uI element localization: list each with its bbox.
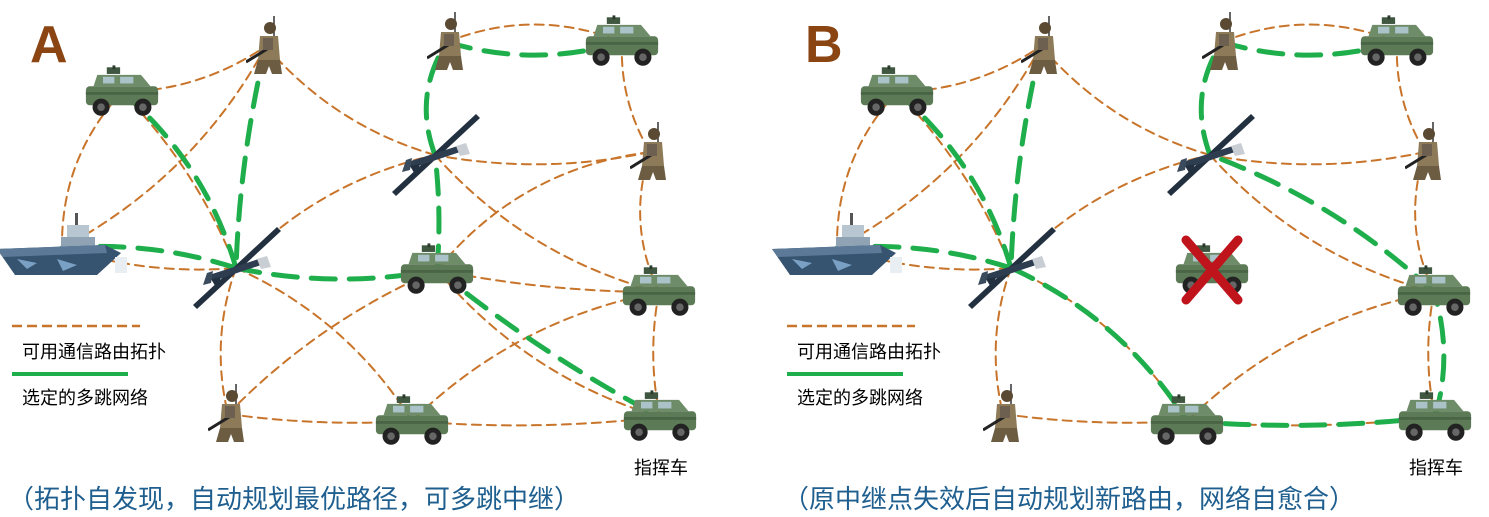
available-link-0-2 bbox=[121, 91, 237, 269]
available-link-0-10 bbox=[235, 154, 436, 269]
available-link-0-15 bbox=[235, 267, 413, 422]
legend-selected-label-0: 选定的多跳网络 bbox=[22, 388, 148, 409]
selected-link-1-4 bbox=[1184, 414, 1438, 428]
armored-vehicle-v1-1 bbox=[860, 65, 934, 116]
available-link-0-9 bbox=[434, 154, 660, 293]
selected-link-1-6 bbox=[1207, 152, 1437, 295]
available-link-1-14 bbox=[994, 267, 1012, 415]
soldier-s2-0 bbox=[427, 12, 465, 72]
soldier-s2-1 bbox=[1202, 12, 1240, 72]
failed-node-mark-1 bbox=[1181, 235, 1243, 305]
armored-vehicle-v1-0 bbox=[85, 65, 159, 116]
panel-caption-0: （拓扑自发现，自动规划最优路径，可多跳中继） bbox=[8, 485, 580, 515]
available-link-1-17 bbox=[1002, 413, 1188, 424]
soldier-s3-1 bbox=[1405, 122, 1443, 182]
available-link-0-1 bbox=[60, 91, 123, 249]
available-link-1-1 bbox=[835, 91, 898, 249]
available-link-1-15 bbox=[1010, 267, 1188, 422]
selected-link-0-4 bbox=[432, 152, 442, 273]
selected-link-1-3 bbox=[1008, 265, 1190, 424]
uav-uav1-1 bbox=[1167, 114, 1255, 196]
available-link-1-2 bbox=[896, 91, 1012, 269]
legend-selected-label-1: 选定的多跳网络 bbox=[797, 388, 923, 409]
selected-link-1-7 bbox=[1198, 39, 1225, 158]
available-link-1-3 bbox=[836, 45, 1042, 249]
armored-vehicle-v4-0 bbox=[622, 265, 696, 316]
available-link-0-16 bbox=[227, 269, 438, 415]
available-link-1-9 bbox=[1209, 154, 1435, 293]
armored-vehicle-v4-1 bbox=[1397, 265, 1471, 316]
available-link-0-12 bbox=[436, 269, 661, 418]
available-link-0-13 bbox=[411, 291, 660, 422]
selected-link-1-0 bbox=[894, 89, 1014, 271]
selected-link-0-0 bbox=[119, 89, 239, 271]
available-link-0-7 bbox=[434, 151, 651, 166]
legend-available-label-0: 可用通信路由拓扑 bbox=[22, 342, 166, 363]
command-vehicle-0 bbox=[623, 390, 697, 441]
available-link-1-13 bbox=[1186, 291, 1435, 422]
command-vehicle-1 bbox=[1398, 390, 1472, 441]
soldier-s1-1 bbox=[1021, 16, 1059, 76]
unmanned-boat-0 bbox=[0, 213, 127, 275]
soldier-s4-0 bbox=[208, 384, 246, 444]
soldier-s1-0 bbox=[246, 16, 284, 76]
available-link-0-3 bbox=[61, 45, 267, 249]
soldier-s4-1 bbox=[983, 384, 1021, 444]
available-link-1-7 bbox=[1209, 151, 1426, 166]
legend-available-label-1: 可用通信路由拓扑 bbox=[797, 342, 941, 363]
panel-letter-1: B bbox=[805, 16, 843, 74]
soldier-s3-0 bbox=[630, 122, 668, 182]
panel-letter-0: A bbox=[30, 16, 68, 74]
available-link-0-17 bbox=[227, 413, 413, 424]
available-link-0-4 bbox=[265, 45, 436, 156]
armored-vehicle-v5-1 bbox=[1150, 394, 1224, 445]
selected-link-1-1 bbox=[1008, 43, 1044, 271]
armored-vehicle-v5-0 bbox=[375, 394, 449, 445]
selected-link-0-5 bbox=[423, 39, 450, 158]
command-vehicle-label-1: 指挥车 bbox=[1409, 458, 1463, 479]
available-link-0-14 bbox=[219, 267, 237, 415]
available-link-0-18 bbox=[411, 416, 661, 427]
command-vehicle-label-0: 指挥车 bbox=[634, 458, 688, 479]
available-link-1-10 bbox=[1010, 154, 1211, 269]
selected-link-0-7 bbox=[434, 267, 663, 420]
panel-caption-1: （原中继点失效后自动规划新路由，网络自愈合） bbox=[783, 485, 1355, 515]
available-link-0-8 bbox=[436, 151, 651, 271]
available-link-1-4 bbox=[1040, 45, 1211, 156]
selected-link-1-5 bbox=[1431, 289, 1447, 420]
selected-link-0-1 bbox=[233, 43, 269, 271]
